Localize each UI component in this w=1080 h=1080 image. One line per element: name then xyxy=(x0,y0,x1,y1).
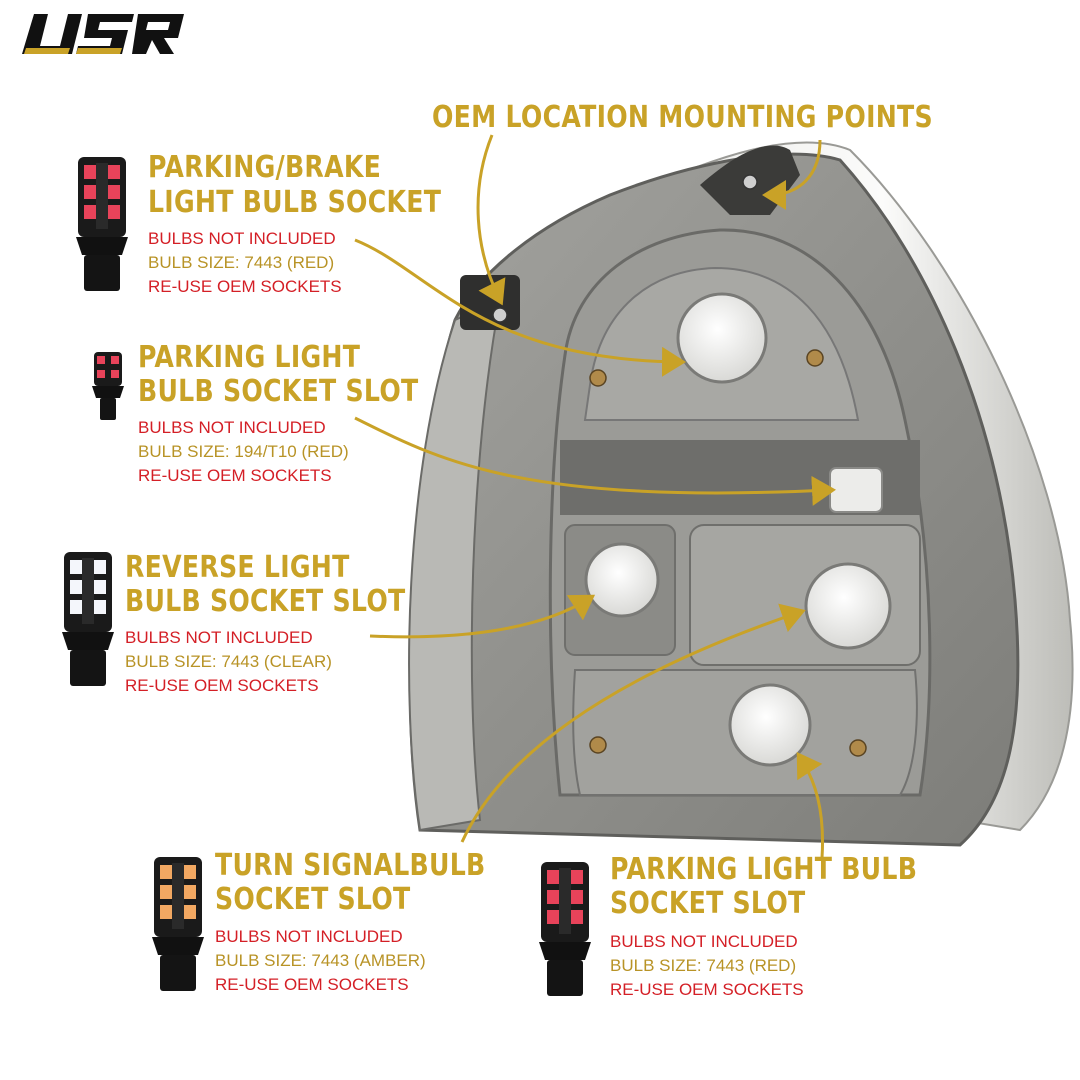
callout-title-line1: PARKING/BRAKE xyxy=(148,150,382,185)
callout-note-bulbs: BULBS NOT INCLUDED xyxy=(610,932,798,951)
callout-title-line2: BULB SOCKET SLOT xyxy=(125,584,406,619)
callout-note-bulbs: BULBS NOT INCLUDED xyxy=(148,229,336,248)
arrow-parking-bottom xyxy=(796,751,825,859)
arrow-parking-brake xyxy=(354,238,686,377)
usr-logo xyxy=(22,14,184,54)
callout-title-line1: PARKING LIGHT BULB xyxy=(610,852,918,887)
led-bulb-7443-red-icon xyxy=(76,157,128,291)
callout-note-sockets: RE-USE OEM SOCKETS xyxy=(148,277,342,296)
callout-bulb-size: BULB SIZE: 7443 (AMBER) xyxy=(215,951,426,970)
callout-title-line1: REVERSE LIGHT xyxy=(125,550,350,585)
callout-note-sockets: RE-USE OEM SOCKETS xyxy=(610,980,804,999)
callout-note-bulbs: BULBS NOT INCLUDED xyxy=(215,927,403,946)
led-bulb-t10-red-icon xyxy=(92,352,124,420)
arrow-reverse xyxy=(369,594,596,639)
callout-note-sockets: RE-USE OEM SOCKETS xyxy=(215,975,409,994)
callout-title-line2: SOCKET SLOT xyxy=(610,886,806,921)
callout-title-line2: LIGHT BULB SOCKET xyxy=(148,185,442,220)
callout-bulb-size: BULB SIZE: 194/T10 (RED) xyxy=(138,442,349,461)
callout-bulb-size: BULB SIZE: 7443 (RED) xyxy=(610,956,797,975)
callout-note-sockets: RE-USE OEM SOCKETS xyxy=(138,466,332,485)
mounting-points-title: OEM LOCATION MOUNTING POINTS xyxy=(432,100,933,135)
led-bulb-7443-red-icon xyxy=(539,862,591,996)
arrow-turn xyxy=(460,603,806,843)
arrow-parking-slot xyxy=(354,416,836,506)
led-bulb-7443-amber-icon xyxy=(152,857,204,991)
callout-bulb-size: BULB SIZE: 7443 (RED) xyxy=(148,253,335,272)
callout-note-bulbs: BULBS NOT INCLUDED xyxy=(125,628,313,647)
callout-title-line2: SOCKET SLOT xyxy=(215,882,411,917)
callout-note-bulbs: BULBS NOT INCLUDED xyxy=(138,418,326,437)
callout-note-sockets: RE-USE OEM SOCKETS xyxy=(125,676,319,695)
led-bulb-7443-white-icon xyxy=(62,552,114,686)
callout-title-line1: PARKING LIGHT xyxy=(138,340,361,375)
callout-title-line2: BULB SOCKET SLOT xyxy=(138,374,419,409)
arrow-mounting-left xyxy=(476,134,506,306)
callout-title-line1: TURN SIGNALBULB xyxy=(215,848,486,883)
callout-bulb-size: BULB SIZE: 7443 (CLEAR) xyxy=(125,652,332,671)
arrow-mounting-right xyxy=(762,139,822,210)
